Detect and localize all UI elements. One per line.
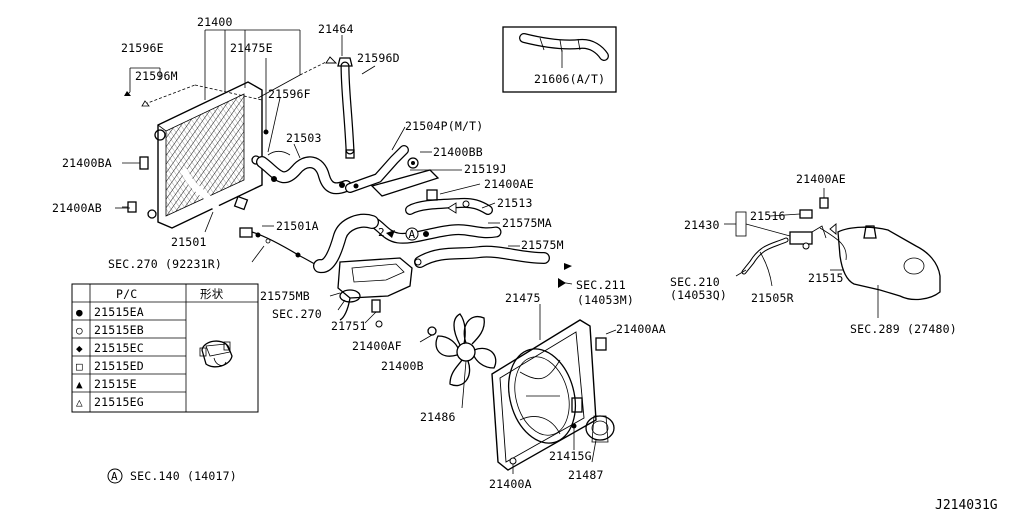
- label-21596m: 21596M: [135, 69, 178, 83]
- label-21505r: 21505R: [751, 291, 794, 305]
- reservoir-hose-assembly: [724, 188, 829, 287]
- label-21575ma: 21575MA: [502, 216, 552, 230]
- hose-21503: [256, 143, 352, 195]
- label-21596f: 21596F: [268, 87, 311, 101]
- legend-row-code: 21515EC: [94, 341, 144, 355]
- label-21430: 21430: [684, 218, 720, 232]
- label-21400ba: 21400BA: [62, 156, 112, 170]
- label-21487: 21487: [568, 468, 604, 482]
- label-21400ae-mid: 21400AE: [484, 177, 534, 191]
- arrow-2: 2: [378, 226, 385, 239]
- radiator-leaders: [115, 29, 338, 209]
- legend-row-symbol: △: [76, 396, 83, 409]
- label-21400af: 21400AF: [352, 339, 402, 353]
- clip-shape-icon: [199, 340, 233, 368]
- legend-row-symbol: ▲: [76, 378, 83, 391]
- label-21575mb: 21575MB: [260, 289, 310, 303]
- hose-21504p: [345, 126, 409, 193]
- label-21606-at: 21606(A/T): [534, 72, 605, 86]
- legend-row-code: 21515EG: [94, 395, 144, 409]
- label-21400ab: 21400AB: [52, 201, 102, 215]
- label-21515: 21515: [808, 271, 844, 285]
- thermostat-housing: [329, 257, 413, 328]
- label-21501: 21501: [171, 235, 207, 249]
- marker-a-hose: A: [409, 228, 416, 241]
- fan-motor-21487: [571, 415, 615, 463]
- legend-table: P/C 形状 ● 21515EA ○ 21515EB ◆ 21515EC □ 2…: [71, 283, 259, 413]
- reservoir-tank: [811, 223, 941, 318]
- label-21475: 21475: [505, 291, 541, 305]
- legend-header-shape: 形状: [200, 287, 224, 301]
- label-sec-289: SEC.289 (27480): [850, 322, 957, 336]
- label-sec-211-sub: (14053M): [577, 293, 634, 307]
- label-21486: 21486: [420, 410, 456, 424]
- fan-shroud-21475: [491, 304, 597, 474]
- label-sec-270-top: SEC.270 (92231R): [108, 257, 222, 271]
- label-sec-210: SEC.210: [670, 275, 720, 289]
- label-21464: 21464: [318, 22, 354, 36]
- label-sec-270: SEC.270: [272, 307, 322, 321]
- bolt-21400af-shape: [419, 326, 437, 343]
- footnote: A SEC.140 (14017): [107, 468, 237, 484]
- label-21519j: 21519J: [464, 162, 507, 176]
- inset-box-21606: [502, 26, 617, 93]
- legend-row-symbol: □: [76, 360, 83, 373]
- hose-21513: [405, 183, 496, 215]
- label-21503: 21503: [286, 131, 322, 145]
- legend-row-code: 21515EB: [94, 323, 144, 337]
- label-21400aa: 21400AA: [616, 322, 666, 336]
- label-21513: 21513: [497, 196, 533, 210]
- hose-21575mb: [313, 213, 572, 273]
- label-21504p: 21504P(M/T): [405, 119, 483, 133]
- legend-row-code: 21515E: [94, 377, 137, 391]
- label-21501a: 21501A: [276, 219, 319, 233]
- legend-row-symbol: ○: [76, 324, 83, 337]
- label-21400a: 21400A: [489, 477, 532, 491]
- label-21400: 21400: [197, 15, 233, 29]
- hose-21464: [337, 35, 376, 159]
- bracket-21519j: [370, 151, 462, 197]
- radiator-drawing: [139, 81, 263, 229]
- label-21596e: 21596E: [121, 41, 164, 55]
- hose-21575ma: 2 A: [366, 216, 502, 244]
- label-21575m: 21575M: [521, 238, 564, 252]
- label-21400ae-right: 21400AE: [796, 172, 846, 186]
- sec-211-arrow: [558, 278, 566, 288]
- label-sec-210-sub: (14053Q): [670, 288, 727, 302]
- fan-blade-21486: [435, 313, 497, 409]
- footnote-marker: A: [111, 470, 118, 483]
- label-21751: 21751: [331, 319, 367, 333]
- label-21400b: 21400B: [381, 359, 424, 373]
- label-sec-211: SEC.211: [576, 278, 626, 292]
- left-bolts: [122, 201, 137, 213]
- label-21415g: 21415G: [549, 449, 592, 463]
- label-21596d: 21596D: [357, 51, 400, 65]
- bolt-21400aa-shape: [595, 329, 617, 351]
- hose-21501: [181, 168, 253, 238]
- legend-row-symbol: ●: [76, 306, 83, 319]
- legend-row-symbol: ◆: [76, 342, 83, 355]
- legend-row-code: 21515EA: [94, 305, 144, 319]
- legend-row-code: 21515ED: [94, 359, 144, 373]
- diagram-code: J214031G: [935, 498, 998, 512]
- label-21400bb: 21400BB: [433, 145, 483, 159]
- footnote-text: SEC.140 (14017): [130, 469, 237, 483]
- legend-header-pc: P/C: [116, 287, 137, 301]
- label-21516: 21516: [750, 209, 786, 223]
- label-21475e: 21475E: [230, 41, 273, 55]
